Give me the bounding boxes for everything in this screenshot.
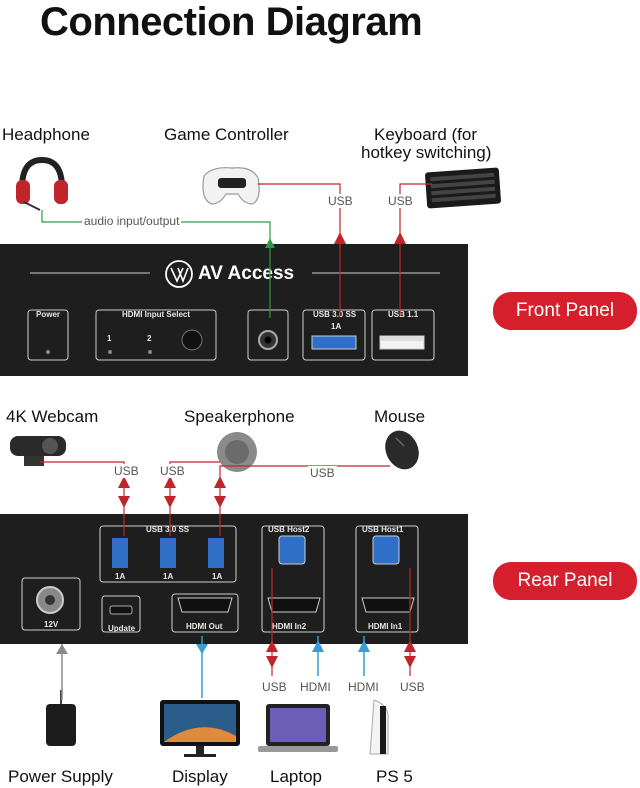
- hdmi-out-label: HDMI Out: [186, 622, 223, 631]
- usb-host2-label: USB Host2: [268, 525, 310, 534]
- front-usb30-label: USB 3.0 SS: [313, 310, 357, 319]
- rear-panel-badge: Rear Panel: [493, 562, 637, 600]
- audio-connection-label: audio input/output: [82, 214, 182, 228]
- ps5-usb-label: USB: [398, 680, 427, 694]
- rear-usb-current-2: 1A: [163, 572, 174, 581]
- ps5-label: PS 5: [376, 767, 413, 786]
- mouse-icon: [385, 430, 419, 470]
- input-2-label: 2: [147, 334, 152, 343]
- page-title: Connection Diagram: [40, 0, 423, 44]
- laptop-hdmi-label: HDMI: [298, 680, 333, 694]
- update-label: Update: [108, 624, 136, 633]
- laptop-usb-label: USB: [260, 680, 289, 694]
- power-supply-icon: [46, 690, 76, 746]
- front-usb11-label: USB 1.1: [388, 310, 419, 319]
- speakerphone-icon: [217, 432, 257, 472]
- power-supply-label: Power Supply: [8, 767, 113, 786]
- rear-usb-label-2: USB: [158, 464, 187, 478]
- usb-host1-label: USB Host1: [362, 525, 404, 534]
- input-1-label: 1: [107, 334, 112, 343]
- laptop-icon: [258, 704, 338, 752]
- rear-usb-current-3: 1A: [212, 572, 223, 581]
- hdmi-input-select-label: HDMI Input Select: [122, 310, 191, 319]
- front-usb-connection-label-b: USB: [386, 194, 415, 208]
- display-label: Display: [172, 767, 228, 786]
- display-icon: [160, 700, 240, 757]
- front-usb30-current: 1A: [331, 322, 342, 331]
- webcam-label: 4K Webcam: [6, 407, 99, 426]
- headphone-label: Headphone: [2, 125, 90, 144]
- laptop-label: Laptop: [270, 767, 322, 786]
- keyboard-label-line1: Keyboard (for: [374, 125, 477, 144]
- game-controller-label: Game Controller: [164, 125, 289, 144]
- ps5-hdmi-label: HDMI: [346, 680, 381, 694]
- rear-usb30-label: USB 3.0 SS: [146, 525, 190, 534]
- keyboard-icon: [425, 167, 501, 209]
- headphone-icon: [16, 156, 68, 211]
- mouse-label: Mouse: [374, 407, 426, 426]
- front-usb-connection-label-a: USB: [326, 194, 355, 208]
- rear-usb-label-1: USB: [112, 464, 141, 478]
- av-access-logo-icon: [165, 260, 193, 288]
- rear-usb-current-1: 1A: [115, 572, 126, 581]
- webcam-icon: [10, 436, 66, 466]
- front-panel-badge: Front Panel: [493, 292, 637, 330]
- hdmi-in2-label: HDMI In2: [272, 622, 307, 631]
- ps5-icon: [369, 699, 389, 755]
- game-controller-icon: [202, 167, 260, 205]
- hdmi-in1-label: HDMI In1: [368, 622, 403, 631]
- voltage-label: 12V: [44, 620, 59, 629]
- keyboard-label-line2: hotkey switching): [361, 143, 492, 162]
- rear-usb-label-3: USB: [308, 466, 337, 480]
- speakerphone-label: Speakerphone: [184, 407, 295, 426]
- power-label: Power: [36, 310, 61, 319]
